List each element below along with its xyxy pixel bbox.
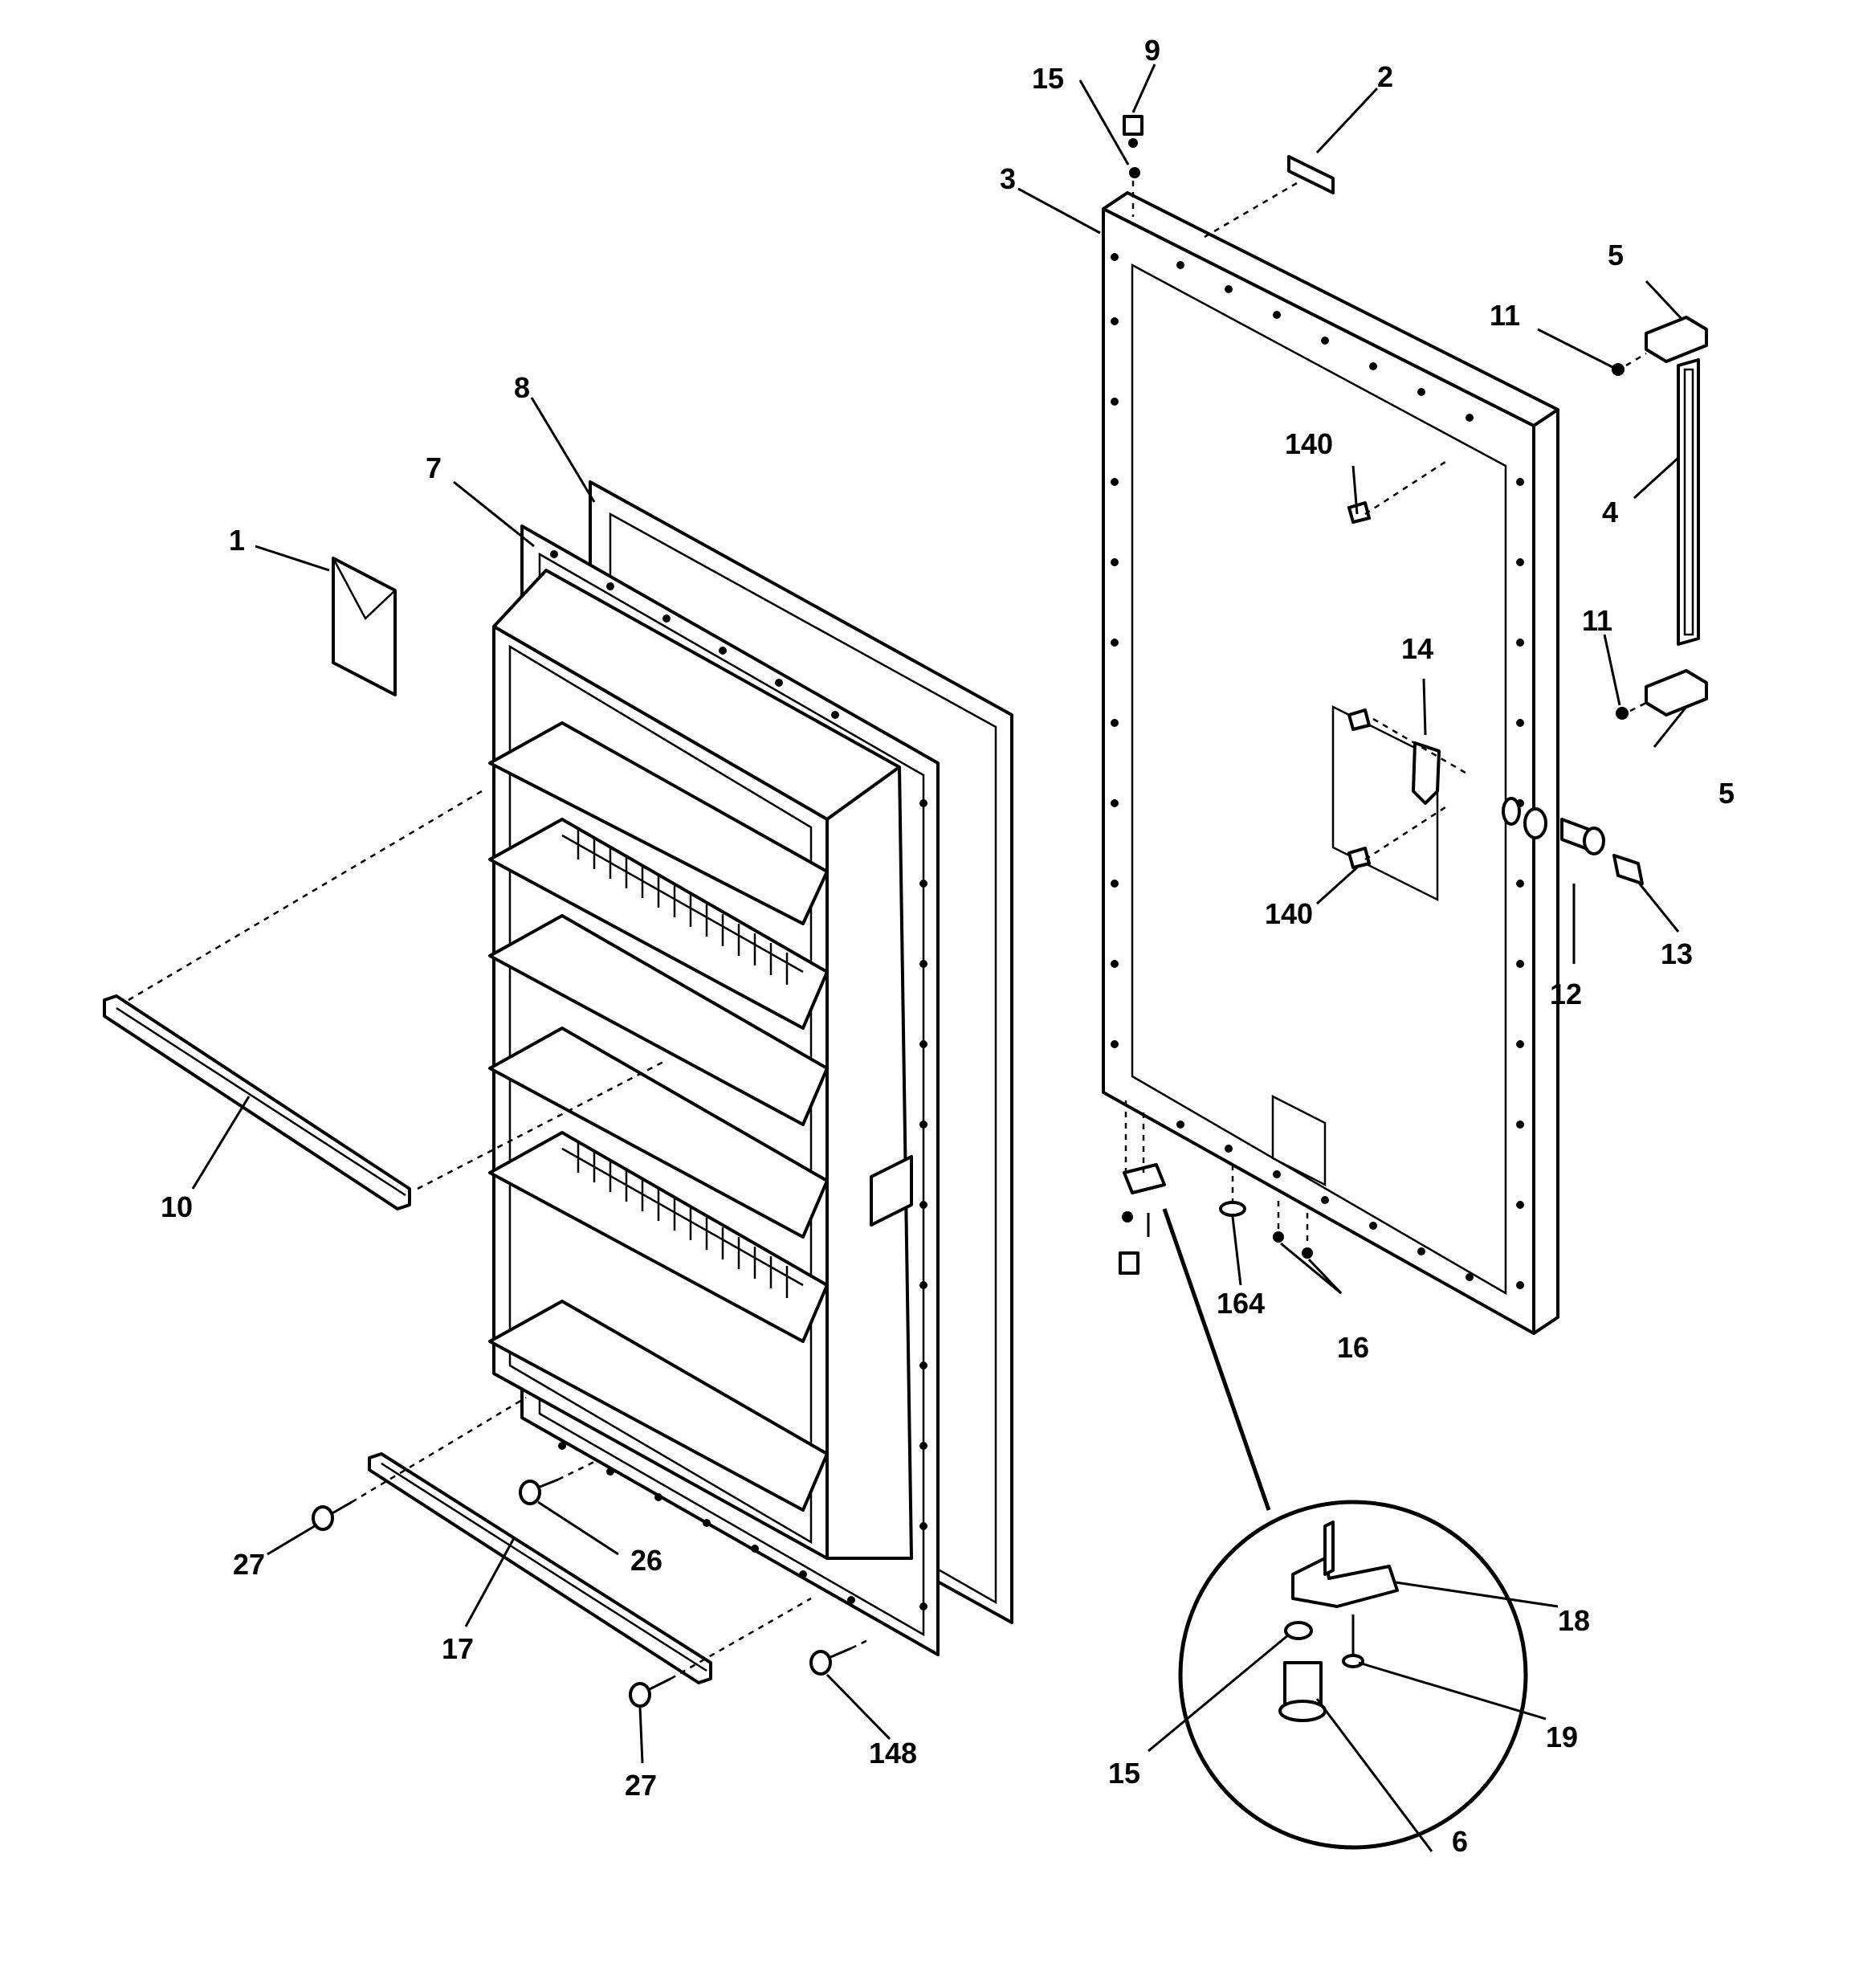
- screw-part-27-top: [312, 1500, 353, 1531]
- part-label-18: 18: [1558, 1604, 1590, 1637]
- part-label-9: 9: [1144, 34, 1160, 67]
- washer-part-164: [1219, 1201, 1246, 1217]
- screw-part-27-bottom: [629, 1677, 671, 1708]
- shelf-rail-part-17: [368, 1452, 712, 1684]
- washer-part-15-top: [1129, 167, 1140, 178]
- part-label-148: 148: [869, 1737, 917, 1770]
- washer-part-11-top: [1612, 363, 1625, 376]
- part-label-27-top: 27: [233, 1548, 265, 1581]
- screw-part-140-bottom: [1347, 847, 1371, 869]
- part-label-26: 26: [630, 1544, 662, 1577]
- lock-assembly: [1502, 797, 1644, 885]
- door-panel: [1102, 191, 1559, 1335]
- screw-part-26: [519, 1478, 559, 1505]
- part-label-3: 3: [1000, 162, 1016, 195]
- part-label-19: 19: [1546, 1721, 1578, 1753]
- part-label-15-top: 15: [1032, 62, 1064, 95]
- part-label-17: 17: [442, 1632, 474, 1665]
- part-label-11-top: 11: [1490, 299, 1520, 332]
- part-label-6: 6: [1452, 1825, 1468, 1858]
- lock-screw: [1347, 708, 1371, 731]
- bushing-small: [1119, 1251, 1139, 1275]
- part-label-12: 12: [1550, 978, 1582, 1010]
- hinge-bracket-part-5-bottom: [1645, 669, 1708, 716]
- door-liner: [488, 569, 913, 1560]
- part-label-16: 16: [1337, 1331, 1369, 1364]
- screw-part-16-a: [1273, 1231, 1284, 1243]
- hinge-rod-part-4: [1677, 358, 1700, 646]
- door-shelves: [488, 721, 829, 1512]
- part-label-4: 4: [1602, 496, 1618, 529]
- part-label-5-top: 5: [1608, 239, 1624, 271]
- washer-small: [1122, 1211, 1133, 1223]
- part-label-11-bottom: 11: [1582, 604, 1612, 637]
- detail-callout: [1162, 1208, 1528, 1850]
- part-label-1: 1: [229, 524, 245, 557]
- part-label-7: 7: [426, 451, 442, 484]
- label-part-2: [1287, 155, 1335, 194]
- part-label-8: 8: [514, 371, 530, 404]
- part-label-15-detail: 15: [1108, 1757, 1140, 1790]
- part-label-5-bottom: 5: [1718, 777, 1735, 810]
- hinge-bracket-small: [1123, 1163, 1166, 1194]
- part-label-10: 10: [161, 1190, 193, 1223]
- leader-lines: [191, 63, 1688, 1852]
- part-label-164: 164: [1217, 1287, 1265, 1320]
- part-label-140-bottom: 140: [1265, 897, 1313, 930]
- washer-part-11-bottom: [1616, 707, 1629, 720]
- part-label-2: 2: [1377, 60, 1393, 93]
- panel-holes: [1111, 253, 1524, 1289]
- shelf-rail-part-10: [103, 994, 411, 1210]
- assembly-lines: [128, 179, 1647, 1680]
- screw-part-140-top: [1347, 501, 1371, 524]
- hinge-bracket-part-5-top: [1645, 316, 1708, 363]
- screw-part-16-b: [1302, 1247, 1313, 1259]
- envelope-part-1: [332, 557, 397, 696]
- lock-cam-part-14: [1412, 741, 1441, 805]
- part-label-14: 14: [1401, 632, 1433, 665]
- screw-part-148: [809, 1647, 852, 1676]
- screw-part-9: [1123, 115, 1143, 148]
- part-labels: 1 2 3 4 5 5 6 7 8 9 10 11 11 12 13 14 15…: [161, 34, 1735, 1858]
- part-label-13: 13: [1661, 937, 1693, 970]
- part-label-27-bottom: 27: [625, 1769, 657, 1802]
- part-label-140-top: 140: [1285, 427, 1333, 460]
